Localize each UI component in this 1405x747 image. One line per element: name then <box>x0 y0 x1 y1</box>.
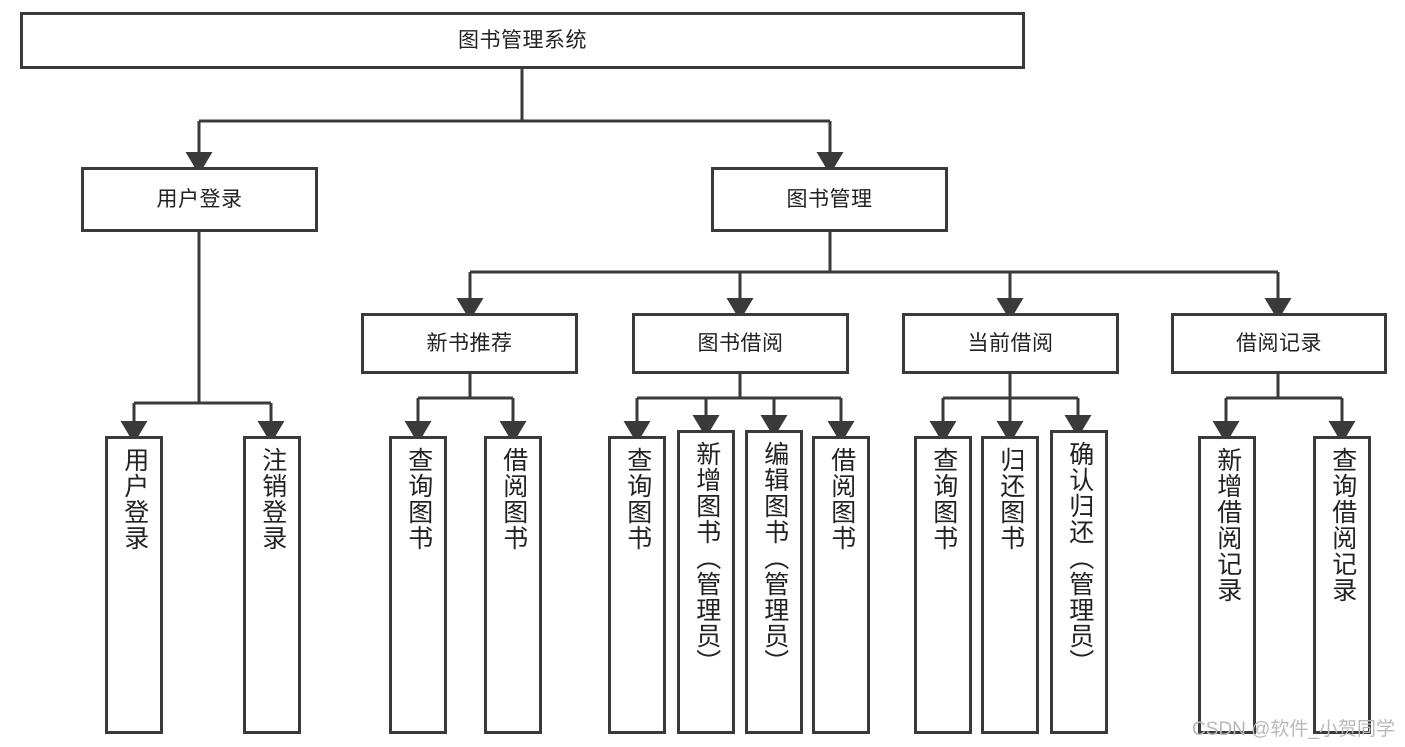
watermark-text: CSDN @软件_小贺同学 <box>1192 719 1395 740</box>
node-leaf-edit-book-admin[interactable]: 编辑图书（管理员） <box>745 430 803 734</box>
node-label: 用户登录 <box>120 447 149 551</box>
node-root-book-management-system[interactable]: 图书管理系统 <box>20 12 1025 69</box>
node-label: 用户登录 <box>156 187 243 211</box>
node-label: 注销登录 <box>258 447 287 551</box>
node-label: 图书管理系统 <box>458 28 587 52</box>
node-leaf-logout[interactable]: 注销登录 <box>243 436 301 734</box>
node-label: 借阅图书 <box>499 447 528 551</box>
node-leaf-query-books-borrowing[interactable]: 查询图书 <box>608 436 666 734</box>
node-current-borrowing[interactable]: 当前借阅 <box>902 313 1119 374</box>
node-leaf-add-borrow-record[interactable]: 新增借阅记录 <box>1198 436 1256 734</box>
node-leaf-return-books[interactable]: 归还图书 <box>981 436 1039 734</box>
node-leaf-query-books-current[interactable]: 查询图书 <box>914 436 972 734</box>
node-label: 新增借阅记录 <box>1213 447 1242 603</box>
node-leaf-query-books-recommendation[interactable]: 查询图书 <box>389 436 447 734</box>
node-leaf-add-book-admin[interactable]: 新增图书（管理员） <box>677 430 735 734</box>
node-book-management[interactable]: 图书管理 <box>711 167 948 232</box>
node-borrowing-records[interactable]: 借阅记录 <box>1171 313 1387 374</box>
node-leaf-borrow-books-borrowing[interactable]: 借阅图书 <box>812 436 870 734</box>
node-label: 新书推荐 <box>426 331 513 355</box>
node-book-borrowing[interactable]: 图书借阅 <box>632 313 849 374</box>
node-leaf-query-borrow-record[interactable]: 查询借阅记录 <box>1313 436 1371 734</box>
node-leaf-borrow-books-recommendation[interactable]: 借阅图书 <box>484 436 542 734</box>
node-label: 新增图书（管理员） <box>692 441 721 675</box>
node-label: 确认归还（管理员） <box>1065 441 1094 675</box>
node-label: 图书管理 <box>786 187 873 211</box>
node-user-login[interactable]: 用户登录 <box>81 167 318 232</box>
node-new-book-recommendation[interactable]: 新书推荐 <box>361 313 578 374</box>
node-label: 借阅记录 <box>1236 331 1322 355</box>
node-label: 当前借阅 <box>967 331 1054 355</box>
node-leaf-confirm-return-admin[interactable]: 确认归还（管理员） <box>1050 430 1108 734</box>
node-label: 查询借阅记录 <box>1328 447 1357 603</box>
node-label: 编辑图书（管理员） <box>760 441 789 675</box>
node-label: 归还图书 <box>996 447 1025 551</box>
node-leaf-user-login[interactable]: 用户登录 <box>105 436 163 734</box>
node-label: 借阅图书 <box>827 447 856 551</box>
node-label: 查询图书 <box>929 447 958 551</box>
node-label: 图书借阅 <box>697 331 784 355</box>
node-label: 查询图书 <box>404 447 433 551</box>
node-label: 查询图书 <box>623 447 652 551</box>
